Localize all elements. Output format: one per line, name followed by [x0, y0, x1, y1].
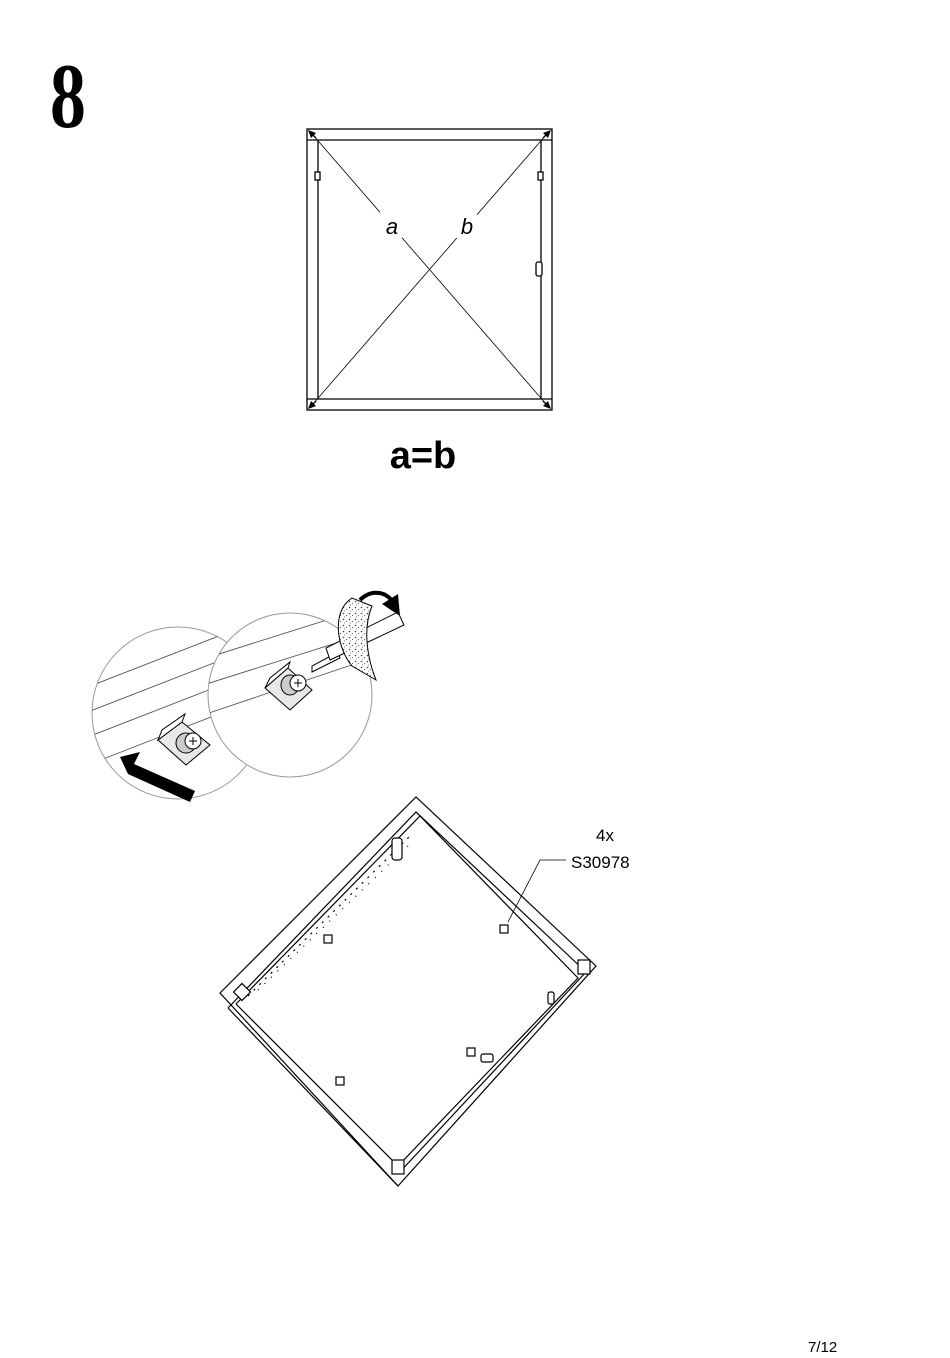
diagonal-b-label: b: [461, 214, 473, 239]
isometric-frame: [220, 797, 596, 1186]
hardware-part-code: S30978: [571, 853, 630, 872]
hardware-quantity: 4x: [596, 826, 614, 845]
equation-label: a=b: [390, 435, 457, 477]
page-number: 7/12: [808, 1340, 837, 1355]
diagonal-a-label: a: [386, 214, 398, 239]
